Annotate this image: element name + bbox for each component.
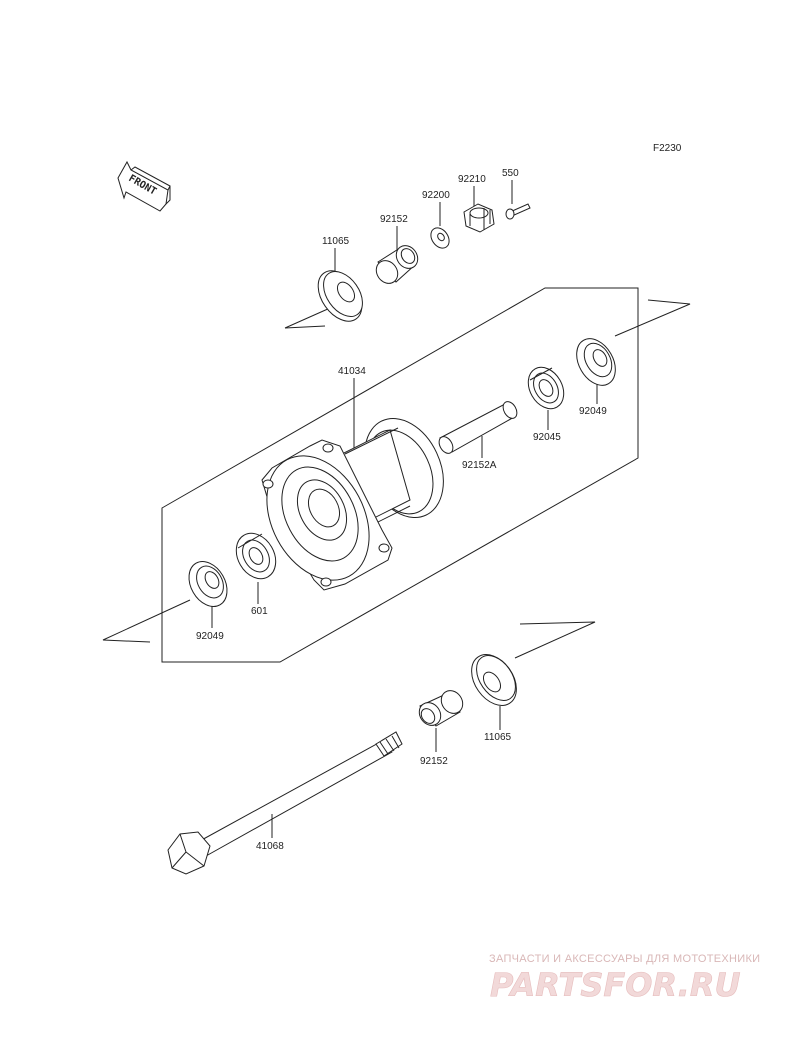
front-arrow-icon: FRONT bbox=[117, 160, 171, 212]
wheel-hub-41034 bbox=[261, 417, 444, 591]
diagram-code: F2230 bbox=[653, 143, 682, 154]
part-label-92049-left: 92049 bbox=[196, 631, 224, 642]
watermark: ЗАПЧАСТИ И АКСЕССУАРЫ ДЛЯ МОТОТЕХНИКИ PA… bbox=[489, 953, 760, 1004]
part-label-92045: 92045 bbox=[533, 432, 561, 443]
collar-11065-bottom bbox=[471, 621, 596, 706]
assembly-outline bbox=[102, 287, 691, 663]
part-label-92152-top: 92152 bbox=[380, 214, 408, 225]
oil-seal-92049-right bbox=[576, 338, 616, 386]
bearing-601 bbox=[235, 532, 277, 580]
sleeve-92152-bottom bbox=[418, 690, 464, 727]
part-label-92049-right: 92049 bbox=[579, 406, 607, 417]
part-label-601: 601 bbox=[251, 606, 268, 617]
spacer-tube-92152A bbox=[438, 401, 518, 454]
part-label-92210: 92210 bbox=[458, 174, 486, 185]
collar-11065-top bbox=[284, 270, 363, 329]
axle-41068 bbox=[167, 731, 403, 875]
watermark-logo: PARTSFOR.RU bbox=[490, 966, 740, 1004]
watermark-caption: ЗАПЧАСТИ И АКСЕССУАРЫ ДЛЯ МОТОТЕХНИКИ bbox=[489, 953, 760, 965]
sleeve-92152-top bbox=[375, 245, 419, 284]
part-label-92152-bottom: 92152 bbox=[420, 756, 448, 767]
part-label-41068: 41068 bbox=[256, 841, 284, 852]
washer-92200 bbox=[430, 227, 450, 249]
part-label-92200: 92200 bbox=[422, 190, 450, 201]
castle-nut-92210 bbox=[463, 203, 495, 233]
oil-seal-92049-left bbox=[188, 561, 228, 607]
part-label-11065-top: 11065 bbox=[322, 236, 350, 247]
part-label-92152A: 92152A bbox=[462, 460, 497, 471]
part-label-41034: 41034 bbox=[338, 366, 366, 377]
part-label-550: 550 bbox=[502, 168, 519, 179]
bearing-92045 bbox=[527, 366, 565, 410]
cotter-pin-550 bbox=[505, 203, 531, 220]
part-label-11065-bottom: 11065 bbox=[484, 732, 512, 743]
